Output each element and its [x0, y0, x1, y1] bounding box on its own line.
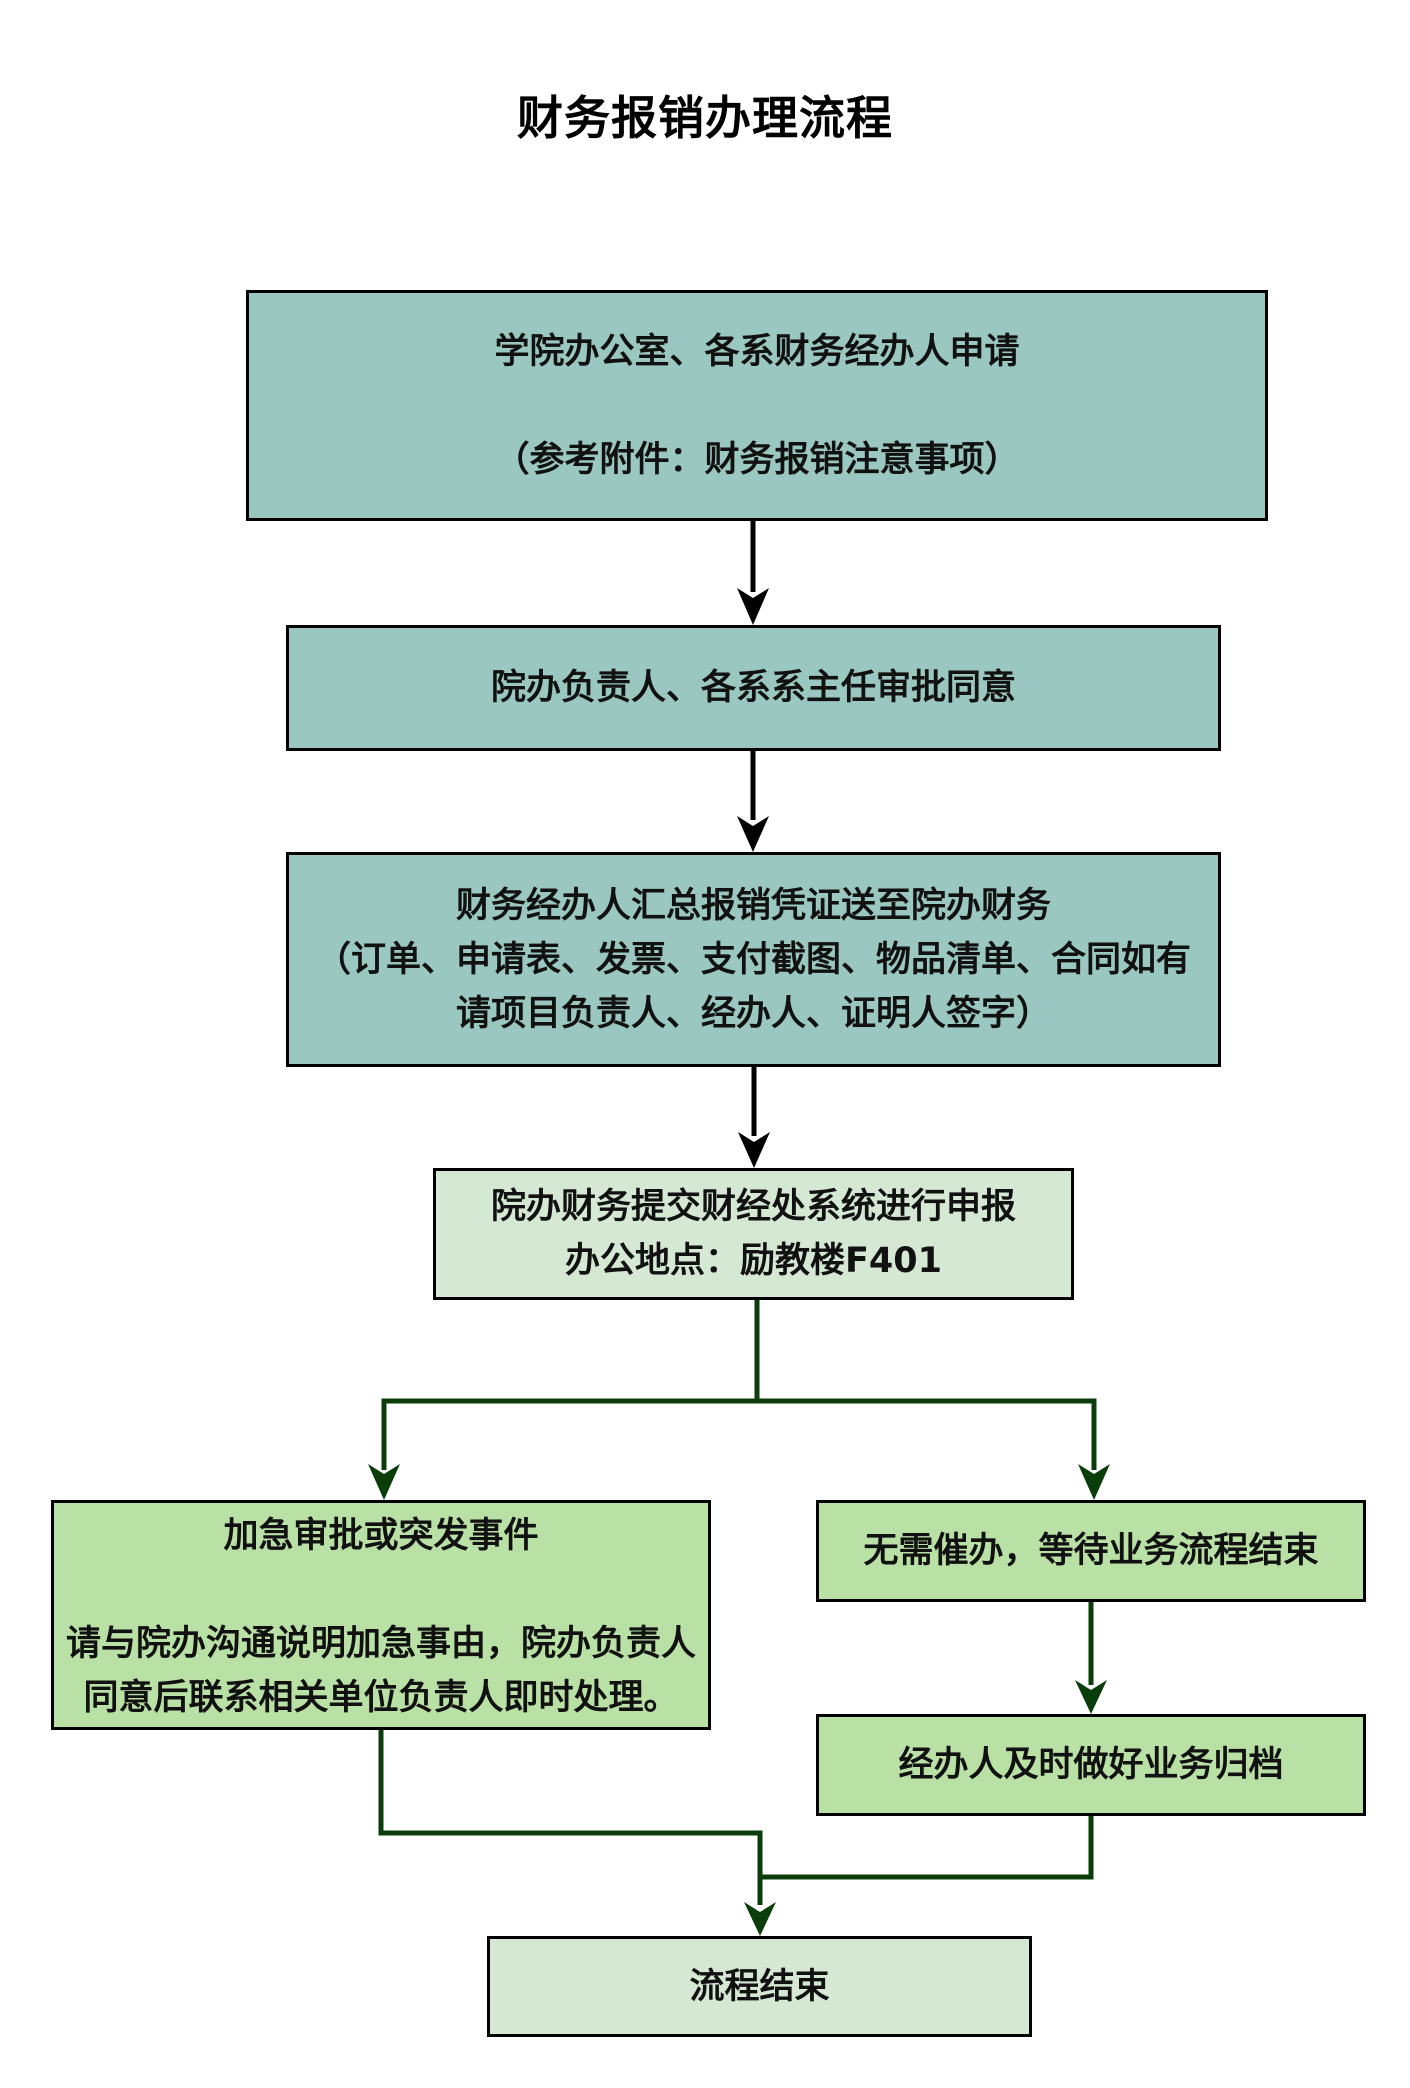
node-submit[interactable]: 院办财务提交财经处系统进行申报 办公地点：励教楼F401	[433, 1168, 1074, 1300]
node-apply-line2: （参考附件：财务报销注意事项）	[494, 439, 1020, 480]
node-submit-line2: 办公地点：励教楼F401	[565, 1241, 942, 1281]
arrowhead-icon	[738, 1132, 770, 1168]
node-wait-line1: 无需催办，等待业务流程结束	[863, 1531, 1319, 1571]
node-archive-line1: 经办人及时做好业务归档	[898, 1745, 1284, 1785]
arrowhead-icon	[737, 588, 769, 625]
arrowhead-icon	[1078, 1464, 1110, 1500]
edge-collect-to-submit	[738, 1067, 770, 1168]
node-apply-line1: 学院办公室、各系财务经办人申请	[494, 331, 1020, 372]
node-urgent-line2: 同意后联系相关单位负责人即时处理。	[83, 1678, 679, 1718]
arrowhead-icon	[737, 816, 769, 852]
node-collect-line3: 请项目负责人、经办人、证明人签字）	[455, 993, 1051, 1034]
edge-apply-to-approve	[737, 521, 769, 625]
node-apply[interactable]: 学院办公室、各系财务经办人申请 （参考附件：财务报销注意事项）	[246, 290, 1268, 521]
edge-submit-split	[368, 1300, 1110, 1500]
node-end-line1: 流程结束	[689, 1966, 830, 2007]
node-submit-line1: 院办财务提交财经处系统进行申报	[490, 1187, 1016, 1227]
node-archive[interactable]: 经办人及时做好业务归档	[816, 1714, 1366, 1816]
arrowhead-icon	[368, 1464, 400, 1500]
arrowhead-icon	[744, 1902, 776, 1936]
node-wait[interactable]: 无需催办，等待业务流程结束	[816, 1500, 1366, 1602]
node-urgent-heading: 加急审批或突发事件	[223, 1516, 539, 1556]
node-end[interactable]: 流程结束	[487, 1936, 1032, 2037]
node-urgent[interactable]: 加急审批或突发事件 请与院办沟通说明加急事由，院办负责人 同意后联系相关单位负责…	[51, 1500, 711, 1730]
edge-approve-to-collect	[737, 751, 769, 852]
page-title: 财务报销办理流程	[517, 91, 893, 145]
node-collect[interactable]: 财务经办人汇总报销凭证送至院办财务 （订单、申请表、发票、支付截图、物品清单、合…	[286, 852, 1221, 1067]
node-approve-line1: 院办负责人、各系系主任审批同意	[490, 668, 1016, 708]
node-collect-line2: （订单、申请表、发票、支付截图、物品清单、合同如有	[315, 939, 1191, 980]
edge-wait-to-archive	[1075, 1602, 1107, 1714]
arrowhead-icon	[1075, 1680, 1107, 1714]
node-approve[interactable]: 院办负责人、各系系主任审批同意	[286, 625, 1221, 751]
node-urgent-line1: 请与院办沟通说明加急事由，院办负责人	[65, 1624, 696, 1664]
node-collect-line1: 财务经办人汇总报销凭证送至院办财务	[455, 885, 1051, 926]
